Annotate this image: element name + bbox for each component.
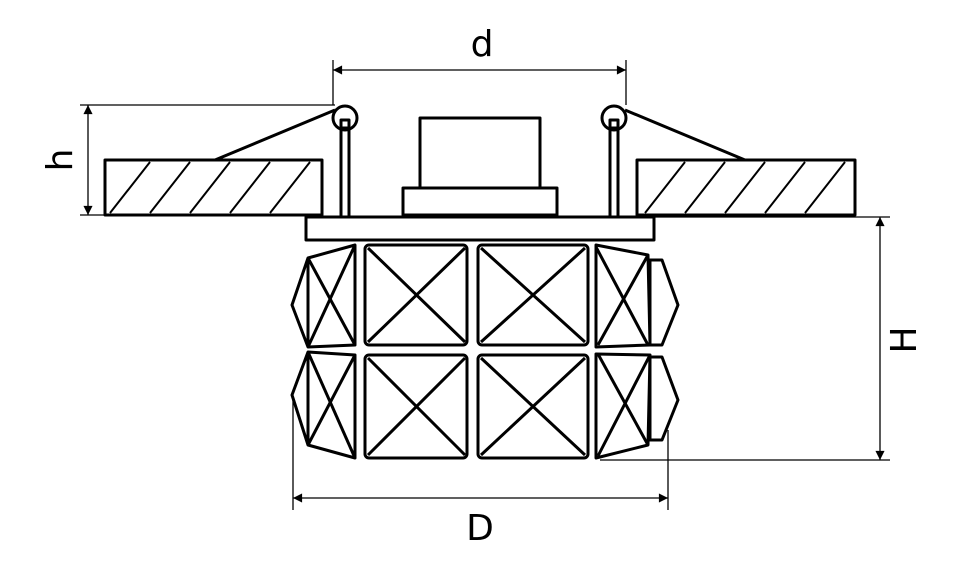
mounting-plate: [304, 215, 656, 242]
crystal-side-left: [290, 243, 357, 349]
crystal-side-right: [594, 352, 680, 460]
crystal-square: [476, 353, 590, 460]
crystal-row-bottom: [290, 350, 680, 460]
dimension-H: H: [600, 216, 925, 461]
crystal-square: [363, 353, 469, 460]
spring-clip-right: [600, 104, 746, 217]
ceiling-left: [103, 158, 324, 217]
crystal-square: [476, 243, 590, 347]
dimension-D-label: D: [466, 508, 494, 549]
crystal-row-top: [290, 243, 680, 349]
ceiling-right: [635, 158, 857, 217]
dimension-h-label: h: [40, 149, 81, 172]
dimension-h: h: [40, 104, 335, 216]
socket-housing: [401, 116, 559, 217]
dimension-d: d: [332, 24, 627, 105]
crystal-side-right: [594, 243, 680, 349]
dimension-d-label: d: [471, 24, 494, 65]
crystal-side-left: [290, 350, 357, 460]
spring-clip-left: [214, 104, 359, 217]
dimension-D: D: [292, 400, 669, 549]
dimension-H-label: H: [884, 326, 925, 353]
crystal-square: [363, 243, 469, 347]
